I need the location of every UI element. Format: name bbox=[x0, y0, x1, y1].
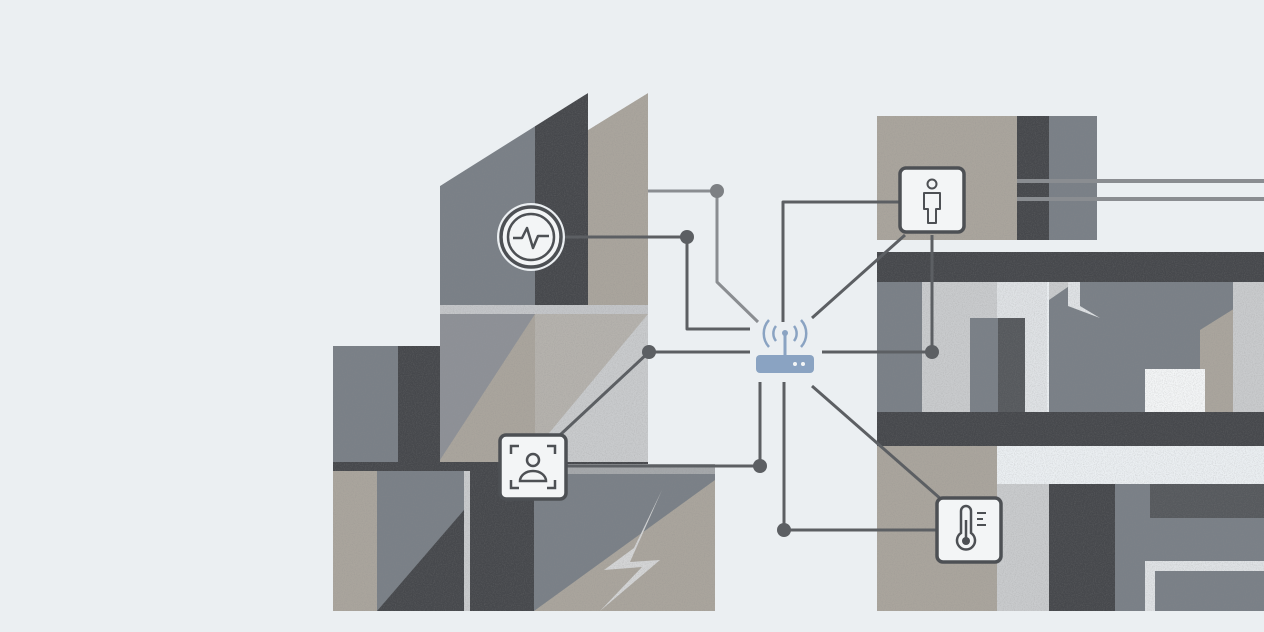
background-mask-tower-top bbox=[440, 93, 588, 186]
background-mask-left bbox=[333, 93, 440, 346]
link-occupancy-diagonal bbox=[811, 233, 906, 320]
streak-1 bbox=[1017, 179, 1264, 183]
pulse-waveform-icon bbox=[497, 203, 565, 271]
junction-dot bbox=[925, 345, 939, 359]
junction-dot bbox=[680, 230, 694, 244]
link-occupancy bbox=[781, 200, 900, 322]
face-scan-icon bbox=[498, 433, 568, 501]
wifi-router-icon bbox=[756, 319, 814, 373]
background-mask-right-top bbox=[1097, 116, 1264, 252]
streak-2 bbox=[1017, 197, 1264, 201]
junction-dot bbox=[642, 345, 656, 359]
thermometer-icon bbox=[935, 496, 1003, 564]
background-mask-right-gap bbox=[877, 240, 1097, 252]
junction-dot bbox=[710, 184, 724, 198]
person-icon bbox=[898, 166, 966, 234]
background-mask-upper bbox=[648, 93, 715, 464]
junction-dot bbox=[777, 523, 791, 537]
link-thermo-diagonal bbox=[811, 384, 943, 502]
link-tower-top bbox=[648, 189, 760, 324]
background-mask-tower-notch bbox=[588, 93, 648, 130]
junction-dots bbox=[642, 184, 939, 537]
link-activity bbox=[561, 235, 750, 331]
junction-dot bbox=[753, 459, 767, 473]
